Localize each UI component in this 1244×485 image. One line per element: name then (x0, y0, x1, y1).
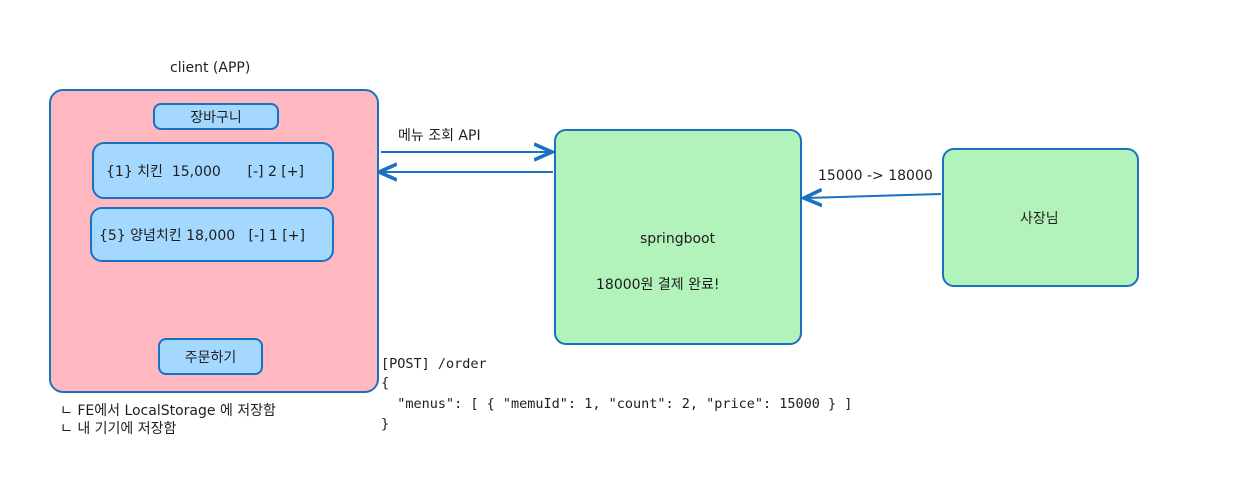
menu-api-label: 메뉴 조회 API (398, 128, 481, 144)
springboot-server-box: springboot 18000원 결제 완료! (554, 129, 802, 345)
owner-title: 사장님 (1020, 211, 1059, 227)
payment-status: 18000원 결제 완료! (596, 277, 720, 293)
server-title: springboot (640, 231, 716, 247)
request-endpoint: [POST] /order (381, 356, 487, 372)
cart-label[interactable]: 장바구니 (153, 103, 279, 130)
price-change-label: 15000 -> 18000 (818, 168, 933, 184)
storage-note-1: ㄴ FE에서 LocalStorage 에 저장함 (60, 403, 276, 419)
cart-item-1[interactable]: {1} 치킨 15,000 [-] 2 [+] (92, 142, 334, 199)
owner-box: 사장님 (942, 148, 1139, 287)
request-brace-open: { (381, 375, 390, 391)
request-body: "menus": [ { "memuId": 1, "count": 2, "p… (381, 396, 853, 412)
order-button[interactable]: 주문하기 (158, 338, 263, 375)
price-change-arrow (806, 194, 942, 198)
cart-item-2[interactable]: {5} 양념치킨 18,000 [-] 1 [+] (90, 207, 334, 262)
storage-note-2: ㄴ 내 기기에 저장함 (60, 421, 177, 437)
client-app-box: 장바구니 {1} 치킨 15,000 [-] 2 [+] {5} 양념치킨 18… (49, 89, 379, 393)
request-brace-close: } (381, 416, 390, 432)
client-title: client (APP) (170, 60, 251, 76)
